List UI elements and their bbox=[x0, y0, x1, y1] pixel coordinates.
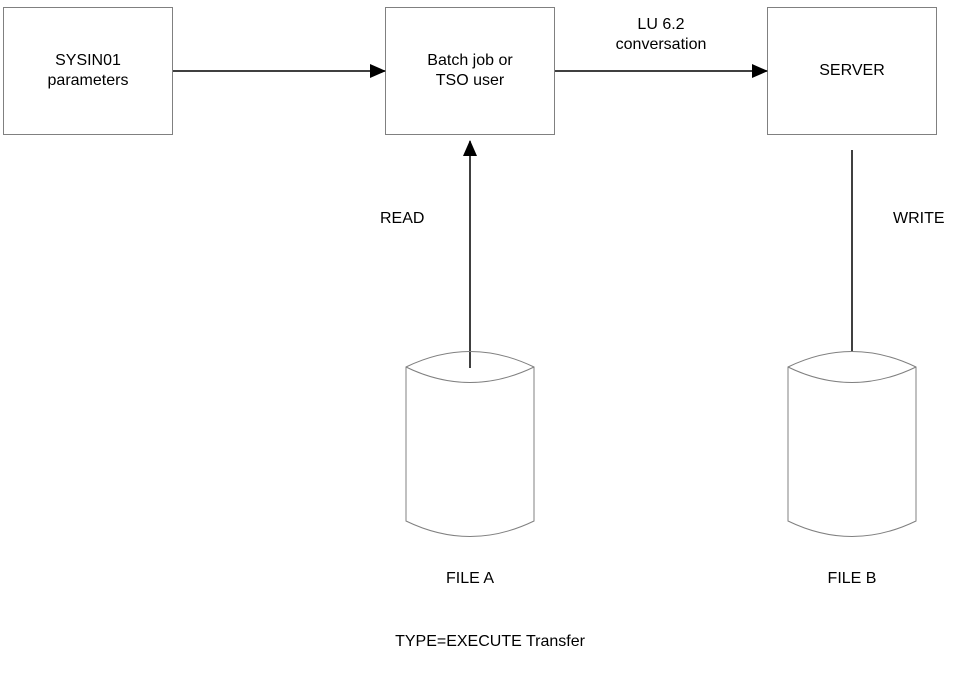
write-edge-label: WRITE bbox=[893, 210, 945, 227]
file-b-cylinder bbox=[787, 351, 917, 537]
batch-box bbox=[385, 7, 555, 135]
server-box bbox=[767, 7, 937, 135]
file-a-cylinder bbox=[405, 351, 535, 537]
server-label: SERVER bbox=[819, 62, 885, 79]
lu62-edge-label: LU 6.2 conversation bbox=[615, 16, 707, 53]
read-edge-label: READ bbox=[380, 210, 425, 227]
file-b-label: FILE B bbox=[827, 570, 877, 587]
file-a-label: FILE A bbox=[445, 570, 495, 587]
sysin-label: SYSIN01 parameters bbox=[47, 52, 129, 89]
sysin-box bbox=[3, 7, 173, 135]
batch-label: Batch job or TSO user bbox=[427, 52, 513, 89]
diagram-caption: TYPE=EXECUTE Transfer bbox=[395, 633, 585, 650]
